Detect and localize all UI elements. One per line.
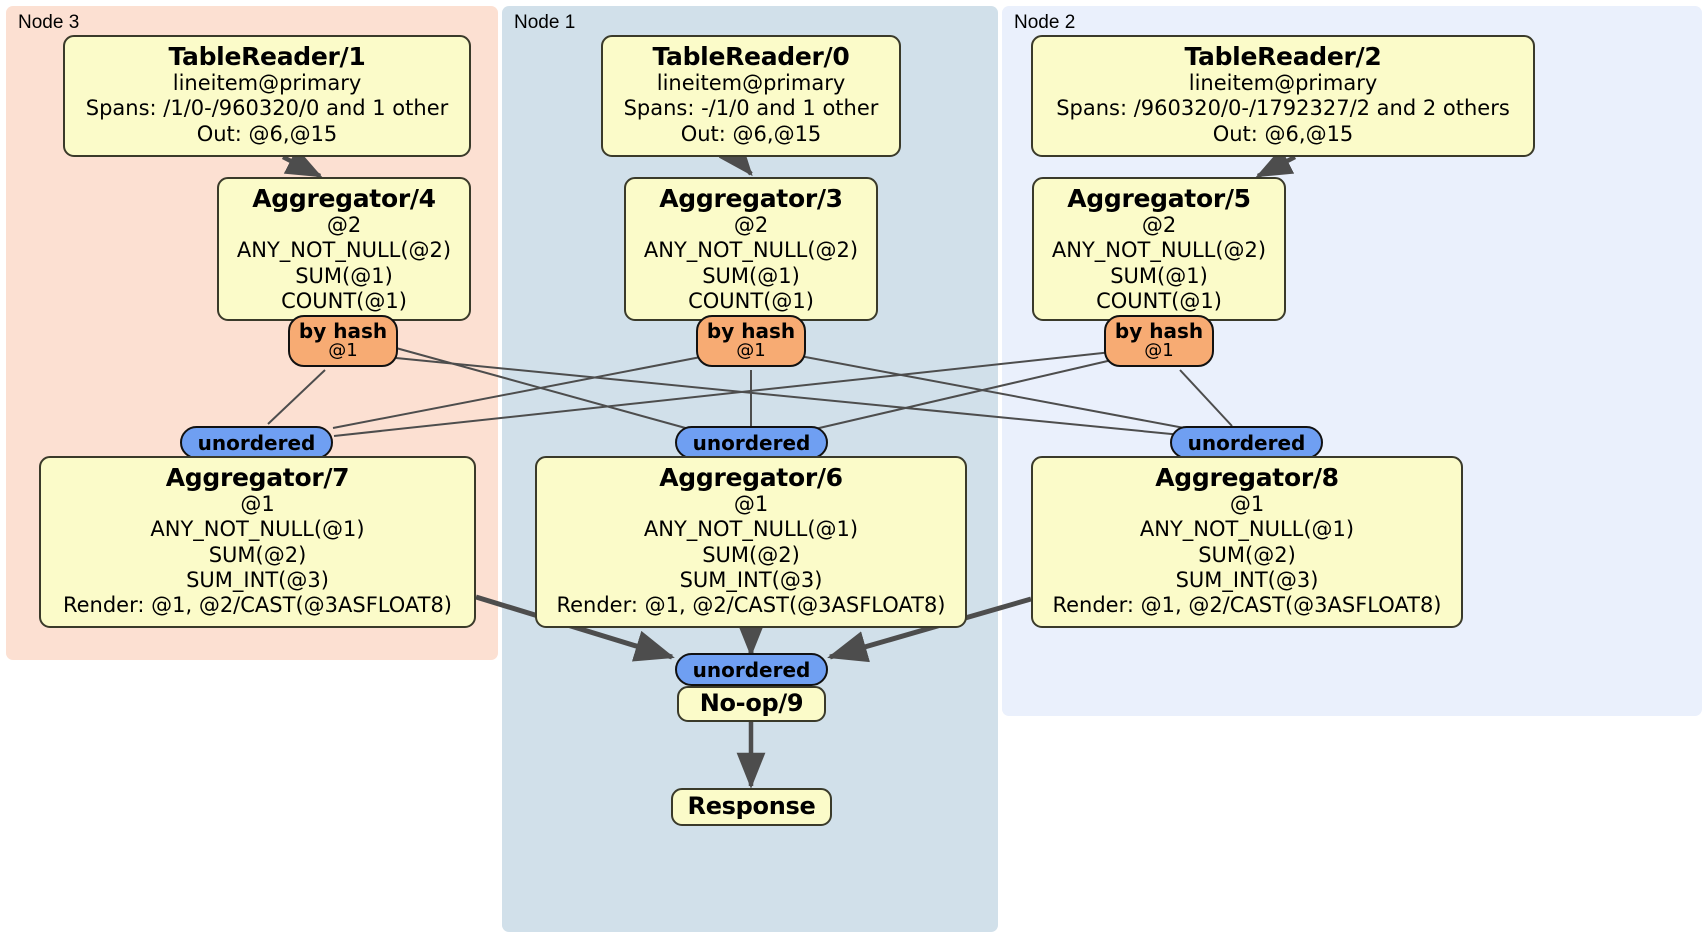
router-label: by hash <box>298 318 388 343</box>
processor-detail: ANY_NOT_NULL(@2) <box>1051 238 1267 263</box>
processor-detail: lineitem@primary <box>656 71 846 96</box>
processor-detail: @1 <box>1229 492 1265 517</box>
processor-detail: Render: @1, @2/CAST(@3ASFLOAT8) <box>556 593 946 617</box>
processor-detail: ANY_NOT_NULL(@2) <box>236 238 452 263</box>
router-label: by hash <box>1114 318 1204 343</box>
processor-title: Aggregator/4 <box>252 184 436 213</box>
synchronizer-label: unordered <box>692 657 811 682</box>
router-sublabel: @1 <box>328 339 358 361</box>
synchronizer-label: unordered <box>692 430 811 455</box>
processor-title: Aggregator/6 <box>659 463 843 492</box>
processor-detail: SUM_INT(@3) <box>1175 567 1319 592</box>
processor-aggregator-7[interactable]: Aggregator/7 @1 ANY_NOT_NULL(@1) SUM(@2)… <box>39 456 476 628</box>
router-label: by hash <box>706 318 796 343</box>
processor-aggregator-8[interactable]: Aggregator/8 @1 ANY_NOT_NULL(@1) SUM(@2)… <box>1031 456 1463 628</box>
processor-detail: SUM_INT(@3) <box>679 567 823 592</box>
processor-detail: SUM(@2) <box>702 542 800 567</box>
processor-detail: SUM(@1) <box>295 263 393 288</box>
processor-title: Aggregator/3 <box>659 184 843 213</box>
processor-detail: Out: @6,@15 <box>196 121 338 146</box>
synchronizer-unordered-node1[interactable]: unordered <box>675 426 828 459</box>
processor-detail: lineitem@primary <box>1188 71 1378 96</box>
processor-tablereader-1[interactable]: TableReader/1 lineitem@primary Spans: /1… <box>63 35 471 157</box>
processor-tablereader-0[interactable]: TableReader/0 lineitem@primary Spans: -/… <box>601 35 901 157</box>
synchronizer-unordered-node3[interactable]: unordered <box>180 426 333 459</box>
processor-aggregator-6[interactable]: Aggregator/6 @1 ANY_NOT_NULL(@1) SUM(@2)… <box>535 456 967 628</box>
router-by-hash-node3[interactable]: by hash @1 <box>288 315 398 367</box>
processor-detail: ANY_NOT_NULL(@2) <box>643 238 859 263</box>
processor-detail: ANY_NOT_NULL(@1) <box>643 517 859 542</box>
processor-response[interactable]: Response <box>671 788 832 826</box>
processor-aggregator-4[interactable]: Aggregator/4 @2 ANY_NOT_NULL(@2) SUM(@1)… <box>217 177 471 321</box>
synchronizer-label: unordered <box>1187 430 1306 455</box>
processor-detail: Render: @1, @2/CAST(@3ASFLOAT8) <box>1052 593 1442 617</box>
router-by-hash-node1[interactable]: by hash @1 <box>696 315 806 367</box>
processor-detail: Out: @6,@15 <box>1212 121 1354 146</box>
processor-detail: SUM(@2) <box>208 542 307 567</box>
processor-detail: COUNT(@1) <box>688 288 814 313</box>
processor-detail: ANY_NOT_NULL(@1) <box>150 517 365 542</box>
router-by-hash-node2[interactable]: by hash @1 <box>1104 315 1214 367</box>
processor-title: Aggregator/8 <box>1155 463 1339 492</box>
processor-aggregator-5[interactable]: Aggregator/5 @2 ANY_NOT_NULL(@2) SUM(@1)… <box>1032 177 1286 321</box>
processor-title: Aggregator/5 <box>1067 184 1251 213</box>
synchronizer-unordered-node2[interactable]: unordered <box>1170 426 1323 459</box>
processor-title: Response <box>687 792 816 821</box>
processor-detail: SUM(@1) <box>1110 263 1208 288</box>
processor-detail: Spans: /960320/0-/1792327/2 and 2 others <box>1056 96 1510 121</box>
processor-detail: @2 <box>733 213 769 238</box>
processor-detail: Spans: -/1/0 and 1 other <box>623 96 879 121</box>
processor-detail: SUM(@1) <box>702 263 800 288</box>
cluster-node2-label: Node 2 <box>1014 12 1076 33</box>
processor-title: No-op/9 <box>699 689 804 718</box>
processor-detail: @2 <box>1141 213 1177 238</box>
processor-title: Aggregator/7 <box>165 463 350 492</box>
processor-detail: @2 <box>326 213 362 238</box>
router-sublabel: @1 <box>1144 339 1174 361</box>
processor-aggregator-3[interactable]: Aggregator/3 @2 ANY_NOT_NULL(@2) SUM(@1)… <box>624 177 878 321</box>
processor-detail: COUNT(@1) <box>281 288 407 313</box>
processor-detail: @1 <box>240 492 275 517</box>
processor-tablereader-2[interactable]: TableReader/2 lineitem@primary Spans: /9… <box>1031 35 1535 157</box>
cluster-node1-label: Node 1 <box>514 12 576 33</box>
processor-title: TableReader/1 <box>168 42 366 71</box>
router-sublabel: @1 <box>736 339 766 361</box>
synchronizer-label: unordered <box>197 430 316 455</box>
processor-detail: COUNT(@1) <box>1096 288 1222 313</box>
processor-detail: @1 <box>733 492 769 517</box>
processor-detail: lineitem@primary <box>172 71 362 96</box>
processor-detail: SUM_INT(@3) <box>186 567 329 592</box>
synchronizer-unordered-final[interactable]: unordered <box>675 653 828 686</box>
processor-detail: Render: @1, @2/CAST(@3ASFLOAT8) <box>62 593 453 617</box>
cluster-node3-label: Node 3 <box>18 12 80 33</box>
processor-detail: Out: @6,@15 <box>680 121 822 146</box>
processor-title: TableReader/2 <box>1184 42 1382 71</box>
processor-detail: SUM(@2) <box>1198 542 1296 567</box>
processor-noop-9[interactable]: No-op/9 <box>677 686 826 722</box>
processor-title: TableReader/0 <box>652 42 850 71</box>
processor-detail: Spans: /1/0-/960320/0 and 1 other <box>85 96 449 121</box>
processor-detail: ANY_NOT_NULL(@1) <box>1139 517 1355 542</box>
